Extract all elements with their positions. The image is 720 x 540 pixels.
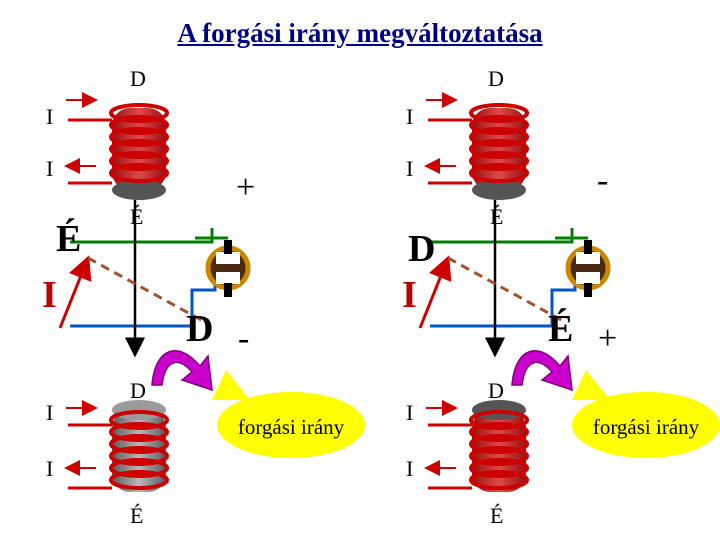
label-d-bottom-left: D [130,378,146,403]
coil-top-right [424,92,529,200]
coil-bottom-left [64,400,169,492]
page-title: A forgási irány megváltoztatása [177,18,543,48]
label-plus-right: + [598,320,618,357]
label-e-top-left: É [130,204,144,229]
label-i-br-1: I [406,400,414,425]
label-i-bl-1: I [46,400,54,425]
label-e-rotor-left: É [56,218,82,260]
label-i-rotor-left: I [42,274,57,316]
label-minus-right: - [597,162,609,199]
label-i-tr-2: I [406,156,414,181]
rotor-left [58,200,365,458]
label-i-tl-2: I [46,156,54,181]
label-e-bottom-left: É [130,503,144,528]
rotor-right [418,200,720,458]
label-d-rotor-right: D [408,228,436,270]
label-d-top-right: D [488,66,504,91]
label-minus-left: - [238,320,250,357]
label-plus-left: + [236,169,256,206]
label-d-top-left: D [130,66,146,91]
callout-left: forgási irány [237,415,345,439]
label-d-bottom-right: D [488,378,504,403]
coil-top-left [64,92,169,200]
label-i-bl-2: I [46,456,54,481]
callout-right: forgási irány [592,415,700,439]
label-i-tr-1: I [406,104,414,129]
coil-bottom-right [424,400,529,492]
label-e-top-right: É [490,204,504,229]
label-i-rotor-right: I [402,274,417,316]
label-e-rotor-right: É [548,308,574,350]
label-i-tl-1: I [46,104,54,129]
label-e-bottom-right: É [490,503,504,528]
label-d-rotor-left: D [186,308,214,350]
label-i-br-2: I [406,456,414,481]
